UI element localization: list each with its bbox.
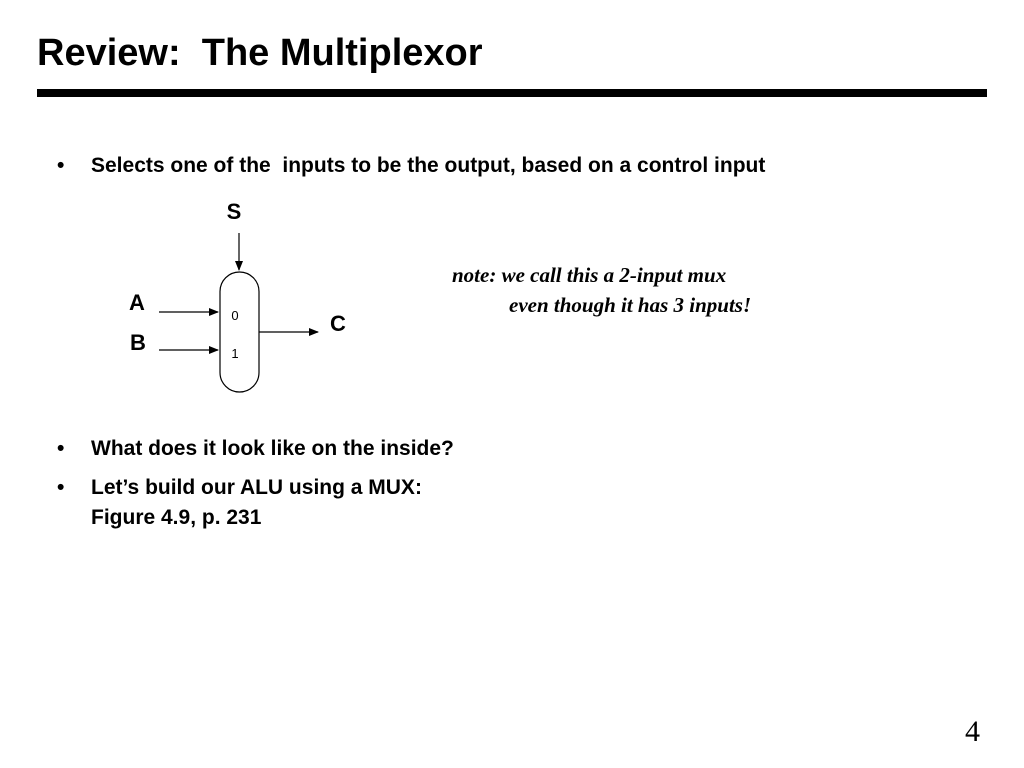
port-0-label: 0 <box>231 308 238 323</box>
title-rule <box>37 89 987 97</box>
slide-title: Review: The Multiplexor <box>37 32 483 74</box>
bullet-marker-2: • <box>57 437 65 460</box>
bullet-marker-1: • <box>57 154 65 177</box>
bullet-marker-3: • <box>57 476 65 499</box>
output-label: C <box>330 311 346 336</box>
note-line-1: note: we call this a 2-input mux <box>452 263 727 287</box>
select-label: S <box>227 199 242 224</box>
input-b-label: B <box>130 330 146 355</box>
bullet-text-3: Let’s build our ALU using a MUX: <box>91 476 422 499</box>
port-1-label: 1 <box>231 346 238 361</box>
mux-body <box>219 271 260 393</box>
bullet-text-3-line-2: Figure 4.9, p. 231 <box>91 506 262 529</box>
note-line-2: even though it has 3 inputs! <box>509 293 752 317</box>
bullet-text-1: Selects one of the inputs to be the outp… <box>91 154 766 177</box>
bullet-text-2: What does it look like on the inside? <box>91 437 454 460</box>
input-a-label: A <box>129 290 145 315</box>
page-number: 4 <box>965 715 980 748</box>
